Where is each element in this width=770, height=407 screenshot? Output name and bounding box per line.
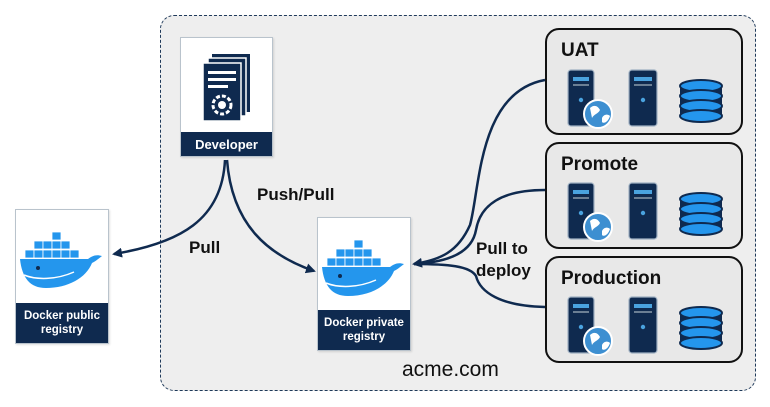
private-registry-label-line2: registry [342, 331, 386, 343]
pull-to-deploy-label: Pull to deploy [476, 238, 531, 282]
docker-public-registry-node[interactable]: Docker public registry [15, 209, 109, 344]
pull-label: Pull [189, 238, 221, 257]
docker-whale-icon [20, 231, 102, 288]
pull-to-deploy-line1: Pull to [476, 239, 528, 258]
env-promote-label: Promote [561, 154, 639, 175]
push-pull-label: Push/Pull [257, 185, 335, 204]
document-stack-icon [202, 54, 250, 122]
docker-whale-icon [322, 239, 404, 296]
docker-private-registry-node[interactable]: Docker private registry [317, 217, 411, 351]
public-registry-label-line1: Docker public [23, 310, 101, 322]
pull-to-deploy-line2: deploy [476, 261, 531, 280]
private-registry-label: Docker private registry [318, 310, 410, 350]
public-registry-label-line2: registry [40, 324, 84, 336]
deploy-arrow-production [413, 262, 546, 309]
env-uat-label: UAT [561, 40, 599, 61]
pull-arrow [112, 159, 227, 258]
env-production-label: Production [561, 268, 662, 289]
domain-label: acme.com [402, 358, 499, 381]
developer-node[interactable]: Developer [180, 37, 273, 157]
push-pull-arrow [225, 159, 316, 274]
developer-label: Developer [181, 132, 272, 156]
deploy-arrow-promote [413, 188, 546, 266]
deploy-arrow-uat [412, 78, 546, 268]
private-registry-label-line1: Docker private [324, 317, 404, 329]
public-registry-label: Docker public registry [16, 303, 108, 343]
